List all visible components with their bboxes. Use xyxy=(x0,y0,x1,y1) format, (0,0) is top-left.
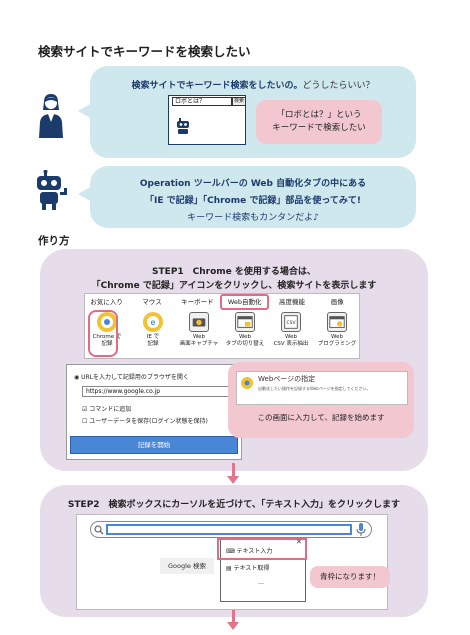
chrome-record-highlight xyxy=(88,310,118,357)
web-csv-icon: CSV xyxy=(281,312,301,332)
question-text: 検索サイトでキーワード検索をしたいの。どうしたらいい？ xyxy=(92,78,414,91)
step1-heading-line1: STEP1 Chrome を使用する場合は、 xyxy=(152,267,316,277)
tab-image[interactable]: 画像 xyxy=(330,298,344,306)
tool-label-line1: Chrome で xyxy=(92,334,122,340)
tool-label-line1: IE で xyxy=(146,334,160,340)
checkbox-label: コマンドに追加 xyxy=(89,406,132,413)
webpage-spec-card xyxy=(236,371,408,405)
tool-label-line2: CSV 表示抽出 xyxy=(273,341,309,347)
menu-item-label: テキスト取得 xyxy=(233,565,270,572)
robot-mascot-icon xyxy=(37,170,67,210)
tool-label-line2: 記録 xyxy=(101,341,113,347)
tab-favorites[interactable]: お気に入り xyxy=(90,298,123,306)
tool-label-line1: Web xyxy=(192,334,205,340)
woman-avatar-icon xyxy=(39,94,63,138)
tool-ie-record[interactable]: e IE で記録 xyxy=(130,312,176,358)
search-input-highlight[interactable] xyxy=(106,524,352,535)
mini-search-button: 検索 xyxy=(232,97,246,106)
close-icon[interactable]: ✕ xyxy=(296,538,302,546)
section-title: 作り方 xyxy=(38,235,70,247)
tool-label-line2: タブの切り替え xyxy=(225,341,265,347)
tool-label-line2: 記録 xyxy=(147,341,159,347)
csv-icon-text: CSV xyxy=(286,320,296,326)
tab-advanced[interactable]: 高度機能 xyxy=(278,298,305,306)
tab-keyboard[interactable]: キーボード xyxy=(181,298,214,306)
tool-label-line2: プログラミング xyxy=(317,341,357,347)
answer-line-2: 「IE で記録」「Chrome で記録」部品を使ってみて! xyxy=(144,196,362,206)
save-userdata-checkbox[interactable]: ☐ ユーザーデータを保存(ログイン状態を保持) xyxy=(82,418,208,425)
down-arrow-icon xyxy=(227,622,239,630)
menu-item-text-input[interactable]: ⌨ テキスト入力 xyxy=(226,548,273,555)
url-radio-option[interactable]: ◉ URLを入力して記録用のブラウザを開く xyxy=(74,374,189,381)
web-tab-switch-icon xyxy=(235,312,255,332)
tab-web-automation[interactable]: Web自動化 xyxy=(219,294,270,310)
webpage-spec-icon xyxy=(241,377,253,389)
web-capture-icon xyxy=(189,312,209,332)
keyword-note: 「ロボとは？」という キーワードで検索したい xyxy=(256,100,382,144)
mini-robot-icon xyxy=(177,118,189,134)
ie-record-icon: e xyxy=(143,312,163,332)
tab-mouse[interactable]: マウス xyxy=(142,298,162,306)
step2-heading: STEP2 検索ボックスにカーソルを近づけて、「テキスト入力」をクリックします xyxy=(67,500,401,510)
svg-text:e: e xyxy=(151,318,156,327)
keyword-note-line1: 「ロボとは？」という xyxy=(276,110,362,120)
answer-line-3: キーワード検索もカンタンだよ♪ xyxy=(187,213,319,223)
dialog-note-text: この画面に入力して、記録を始めます xyxy=(257,413,385,422)
bubble-tail xyxy=(78,103,92,119)
down-arrow-icon xyxy=(227,476,239,484)
webpage-spec-title: Webページの指定 xyxy=(258,375,316,383)
menu-item-more[interactable]: … xyxy=(258,579,264,586)
tool-label-line1: Web xyxy=(238,334,251,340)
web-programming-icon xyxy=(327,312,347,332)
bubble-tail xyxy=(78,186,92,202)
tool-chrome-record[interactable]: Chrome で記録 xyxy=(84,312,130,358)
checkbox-label: ユーザーデータを保存(ログイン状態を保持) xyxy=(89,418,208,425)
step1-heading-line2: 「Chrome で記録」アイコンをクリックし、検索サイトを表示します xyxy=(91,281,377,291)
arrow-shaft xyxy=(232,463,235,477)
microphone-icon[interactable] xyxy=(356,523,366,536)
toolbar-tabs: お気に入り マウス キーボード Web自動化 高度機能 画像 xyxy=(84,294,360,310)
chrome-record-icon xyxy=(97,312,117,332)
page-title: 検索サイトでキーワードを検索したい xyxy=(38,44,251,59)
tool-label-line2: 画面キャプチャ xyxy=(179,341,219,347)
keyword-note-line2: キーワードで検索したい xyxy=(272,123,366,133)
arrow-shaft xyxy=(232,610,235,624)
tool-label-line1: Web xyxy=(330,334,343,340)
search-icon xyxy=(94,525,104,535)
start-recording-button[interactable]: 記録を開始 xyxy=(70,436,238,454)
text-input-highlight xyxy=(217,538,307,560)
mini-search-field: ロボとは？ xyxy=(172,97,232,106)
blue-frame-note: 青枠になります！ xyxy=(310,566,390,588)
google-search-button[interactable]: Google 検索 xyxy=(160,558,214,574)
menu-item-text-get[interactable]: ▤ テキスト取得 xyxy=(226,565,270,572)
menu-item-label: テキスト入力 xyxy=(236,548,273,555)
tool-label: Chrome で記録 xyxy=(93,334,122,348)
url-input[interactable]: https://www.google.co.jp xyxy=(82,386,236,397)
answer-line-1: Operation ツールバーの Web 自動化タブの中にある xyxy=(139,179,367,189)
tool-label: IE で記録 xyxy=(147,334,159,348)
tool-label-line1: Web xyxy=(285,334,297,340)
question-bold: 検索サイトでキーワード検索をしたいの。 xyxy=(131,81,303,91)
add-command-checkbox[interactable]: ☑ コマンドに追加 xyxy=(82,406,132,413)
operation-toolbar xyxy=(84,293,360,359)
url-radio-label: URLを入力して記録用のブラウザを開く xyxy=(81,374,189,381)
webpage-spec-subtitle: 自動化したい操作を記録するWebページを指定してください。 xyxy=(258,386,371,391)
question-light: どうしたらいい？ xyxy=(302,81,375,91)
speech-bubble-answer xyxy=(90,166,416,228)
